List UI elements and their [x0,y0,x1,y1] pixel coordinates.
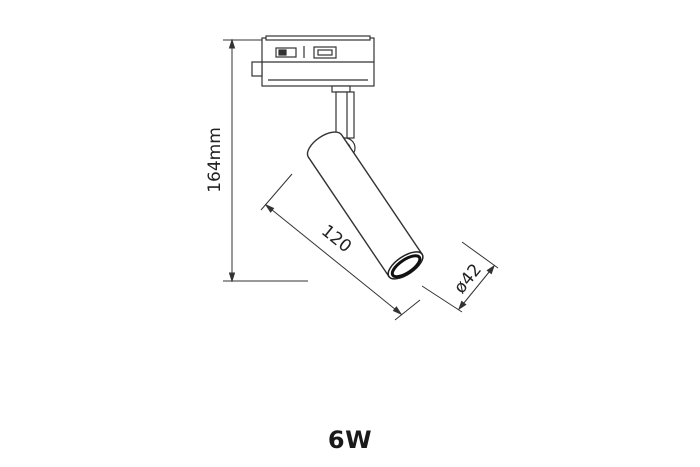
adapter-top-lip [265,35,371,41]
length-extension-back [260,173,293,211]
diameter-label: ø42 [450,260,486,297]
diameter-arrow-top [486,264,495,275]
adapter-switch-left-knob [278,49,287,56]
track-adapter [251,35,375,87]
stem [335,91,355,139]
lamp-body-outline [306,131,424,278]
length-dimension-line [265,204,402,315]
diameter-arrow-bottom [458,300,467,311]
height-arrow-top [228,38,236,49]
adapter-side-tab [251,61,263,77]
height-arrow-bottom [228,272,236,283]
height-label: 164mm [205,127,225,193]
diameter-extension-bottom [421,285,463,313]
height-dimension [223,38,308,283]
stem-collar [331,85,351,93]
lamp-body [306,131,424,280]
wattage-caption: 6W [327,426,373,454]
diameter-dimension-line [458,265,495,310]
length-extension-front [394,299,421,321]
length-arrow-back [264,203,275,213]
diameter-extension-top [461,241,499,269]
lamp-opening-inner [390,254,422,279]
adapter-switch-right-inner [317,49,333,56]
length-label: 120 [317,221,355,257]
length-dimension [260,173,421,321]
diameter-dimension [421,241,499,313]
length-arrow-front [392,306,403,316]
